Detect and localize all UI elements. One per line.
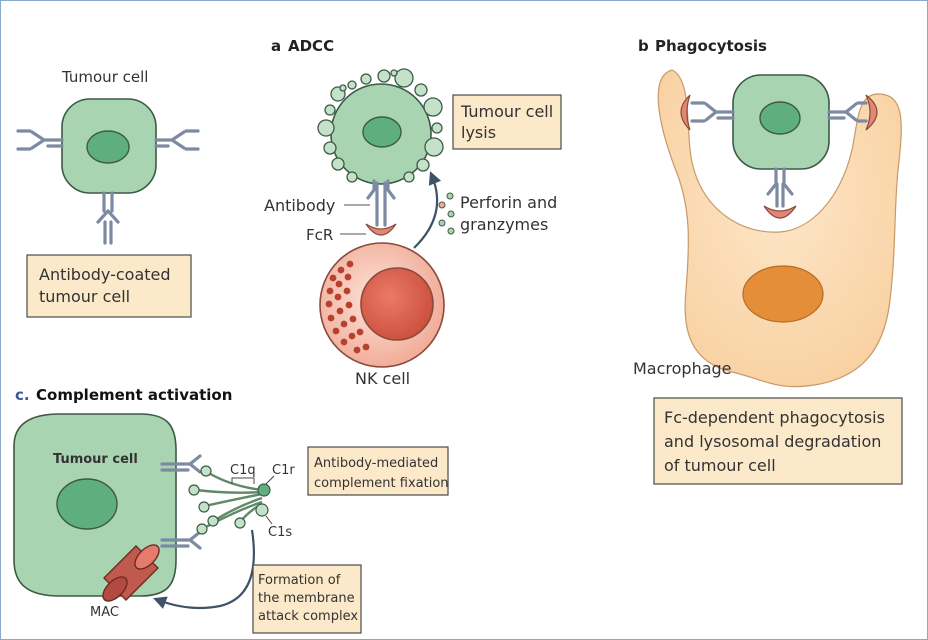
fixation-box [307, 446, 449, 496]
mac-formation-arrow-icon [153, 529, 256, 610]
phagocytosis-panel: b Phagocytosis Macrophage Fc-dependent p… [633, 37, 903, 485]
phagocytosed-nucleus [759, 101, 801, 135]
panel-c-title: Complement activation [36, 386, 232, 404]
antibody-icon-left [16, 129, 64, 151]
panel-c-letter: c. [15, 386, 30, 404]
phago-box-line-3: of tumour cell [664, 456, 776, 475]
mac-pore-icon [102, 544, 160, 602]
adcc-panel: a ADCC Tumour cell lysis Antibody Fc [264, 37, 562, 388]
phago-antibody-right-icon [827, 101, 868, 123]
complement-panel: c. Complement activation Tumour cell [13, 386, 449, 634]
coated-box-line-2: tumour cell [39, 287, 130, 306]
mac-label: MAC [90, 605, 119, 620]
macrophage-label: Macrophage [633, 359, 732, 378]
phagocytosis-box [653, 397, 903, 485]
nk-cell [319, 242, 445, 368]
panel-b-letter: b [638, 37, 649, 55]
macrophage-nucleus [742, 265, 824, 323]
perforin-arrow-icon [413, 171, 442, 249]
c1r-label: C1r [272, 463, 295, 478]
tumour-cell-label-top: Tumour cell [61, 68, 148, 86]
tumour-nucleus [86, 130, 130, 164]
phago-fcr-bottom-icon [763, 205, 797, 219]
leader-lines [340, 204, 370, 235]
mac-box-line-3: attack complex [258, 609, 358, 624]
c1-leaders [265, 475, 275, 525]
antibody-coated-tumour-cell-group: Tumour cell Antibody-coated tumour cell [16, 68, 200, 318]
panel-a-letter: a [271, 37, 281, 55]
phago-fcr-right-icon [865, 94, 878, 131]
complement-antibody-bottom-icon [160, 530, 202, 550]
c1q-bracket [231, 477, 255, 484]
perforin-granules-icon [438, 192, 455, 235]
phago-antibody-left-icon [690, 101, 735, 123]
complement-nucleus [56, 478, 118, 530]
phago-box-line-2: and lysosomal degradation [664, 432, 881, 451]
coated-box-line-1: Antibody-coated [39, 265, 171, 284]
lysis-box-line-1: Tumour cell [460, 102, 553, 121]
antibody-label: Antibody [264, 196, 335, 215]
perforin-label-line-2: granzymes [460, 215, 548, 234]
lysing-tumour-cell [317, 68, 444, 185]
panel-b-title: Phagocytosis [655, 37, 767, 55]
c1-complex-icon [195, 470, 263, 530]
adcc-antibody-icon [366, 179, 396, 227]
nk-cell-label: NK cell [355, 369, 410, 388]
perforin-label-line-1: Perforin and [460, 193, 557, 212]
c1q-heads-icon [188, 465, 246, 535]
coated-cell-box [26, 254, 192, 318]
c1r-icon [257, 483, 271, 497]
panel-a-title: ADCC [288, 37, 334, 55]
fcr-label: FcR [306, 226, 333, 244]
c1q-label: C1q [230, 463, 256, 478]
phago-fcr-left-icon [680, 94, 691, 131]
fixation-box-line-2: complement fixation [314, 476, 449, 491]
macrophage-shape [657, 69, 902, 388]
c1s-label: C1s [268, 525, 292, 540]
mac-box [252, 564, 362, 634]
lysis-box [452, 94, 562, 150]
complement-tumour-label: Tumour cell [53, 452, 138, 467]
mac-box-line-1: Formation of [258, 573, 341, 588]
complement-antibody-top-icon [160, 454, 202, 474]
antibody-icon-bottom [96, 191, 120, 245]
antibody-icon-right [154, 129, 200, 151]
mac-box-line-2: the membrane [258, 591, 355, 606]
fixation-box-line-1: Antibody-mediated [314, 456, 438, 471]
phago-box-line-1: Fc-dependent phagocytosis [664, 408, 885, 427]
fc-receptor-icon [365, 223, 397, 236]
c1s-icon [255, 503, 269, 517]
phago-antibody-bottom-icon [766, 167, 794, 208]
lysis-box-line-2: lysis [461, 123, 496, 142]
